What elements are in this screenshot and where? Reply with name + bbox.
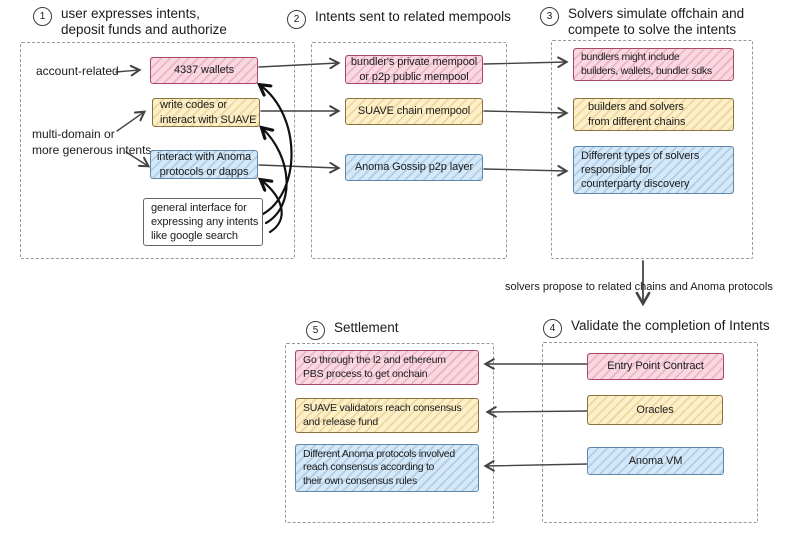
arrow-oracles-to-suave-consensus <box>485 406 590 418</box>
step-1-number-circle: 1 <box>33 7 52 26</box>
curve-general-to-wallets <box>260 85 293 216</box>
panel-mempools <box>311 42 507 259</box>
node-write-codes-suave: write codes or interact with SUAVE <box>152 98 260 127</box>
node-pbs-onchain: Go through the l2 and ethereum PBS proce… <box>295 350 479 385</box>
node-bundlers-include: bundlers might include builders, wallets… <box>573 48 734 81</box>
curve-general-to-suave <box>262 128 288 225</box>
node-interact-anoma: interact with Anoma protocols or dapps <box>150 150 258 179</box>
arrow-multidomain-to-suave <box>116 110 147 132</box>
step-5-label: Settlement <box>334 320 399 335</box>
step-5-header: 5 Settlement <box>306 320 399 340</box>
step-1-label: user expresses intents, deposit funds an… <box>61 6 227 37</box>
node-anoma-gossip-layer: Anoma Gossip p2p layer <box>345 154 483 181</box>
node-anoma-vm: Anoma VM <box>587 447 724 475</box>
arrow-multidomain-to-anoma <box>125 151 151 168</box>
step-3-label: Solvers simulate offchain and compete to… <box>568 6 745 37</box>
step-4-label: Validate the completion of Intents <box>571 318 770 333</box>
arrow-gossip-to-solver-types <box>483 165 569 177</box>
step-2-label: Intents sent to related mempools <box>315 9 511 24</box>
step-5-number-circle: 5 <box>306 321 325 340</box>
arrow-suave-mempool-to-builders <box>483 107 569 119</box>
arrow-vm-to-anoma-consensus <box>483 460 589 472</box>
node-builders-solvers: builders and solvers from different chai… <box>573 98 734 131</box>
panel-user-intents <box>20 42 295 259</box>
panel-validate <box>542 342 758 523</box>
step-3-number-circle: 3 <box>540 7 559 26</box>
arrow-anoma-to-gossip <box>258 161 341 174</box>
node-oracles: Oracles <box>587 395 723 425</box>
node-general-interface: general interface for expressing any int… <box>143 198 263 246</box>
node-suave-validators: SUAVE validators reach consensus and rel… <box>295 398 479 433</box>
node-solver-types: Different types of solvers responsible f… <box>573 146 734 194</box>
panel-settlement <box>285 343 494 523</box>
step-4-number-circle: 4 <box>543 319 562 338</box>
arrow-bundler-mempool-to-bundlers <box>483 56 569 68</box>
node-anoma-consensus: Different Anoma protocols involved reach… <box>295 444 479 492</box>
arrow-wallets-to-bundler-mempool <box>258 57 341 70</box>
panel-solvers <box>551 40 753 259</box>
label-multi-domain: multi-domain or more generous intents <box>32 127 152 157</box>
label-account-related: account-related <box>36 64 119 78</box>
step-3-header: 3 Solvers simulate offchain and compete … <box>540 6 744 38</box>
node-4337-wallets: 4337 wallets <box>150 57 258 84</box>
step-2-header: 2 Intents sent to related mempools <box>287 9 511 29</box>
label-solvers-propose: solvers propose to related chains and An… <box>505 281 773 293</box>
arrow-account-to-wallets <box>115 64 142 77</box>
node-bundler-mempool: bundler's private mempool or p2p public … <box>345 55 483 84</box>
curve-general-to-anoma <box>261 180 283 234</box>
step-4-header: 4 Validate the completion of Intents <box>543 318 770 338</box>
node-entry-point-contract: Entry Point Contract <box>587 353 724 380</box>
step-1-header: 1 user expresses intents, deposit funds … <box>33 6 227 38</box>
step-2-number-circle: 2 <box>287 10 306 29</box>
node-suave-chain-mempool: SUAVE chain mempool <box>345 98 483 125</box>
